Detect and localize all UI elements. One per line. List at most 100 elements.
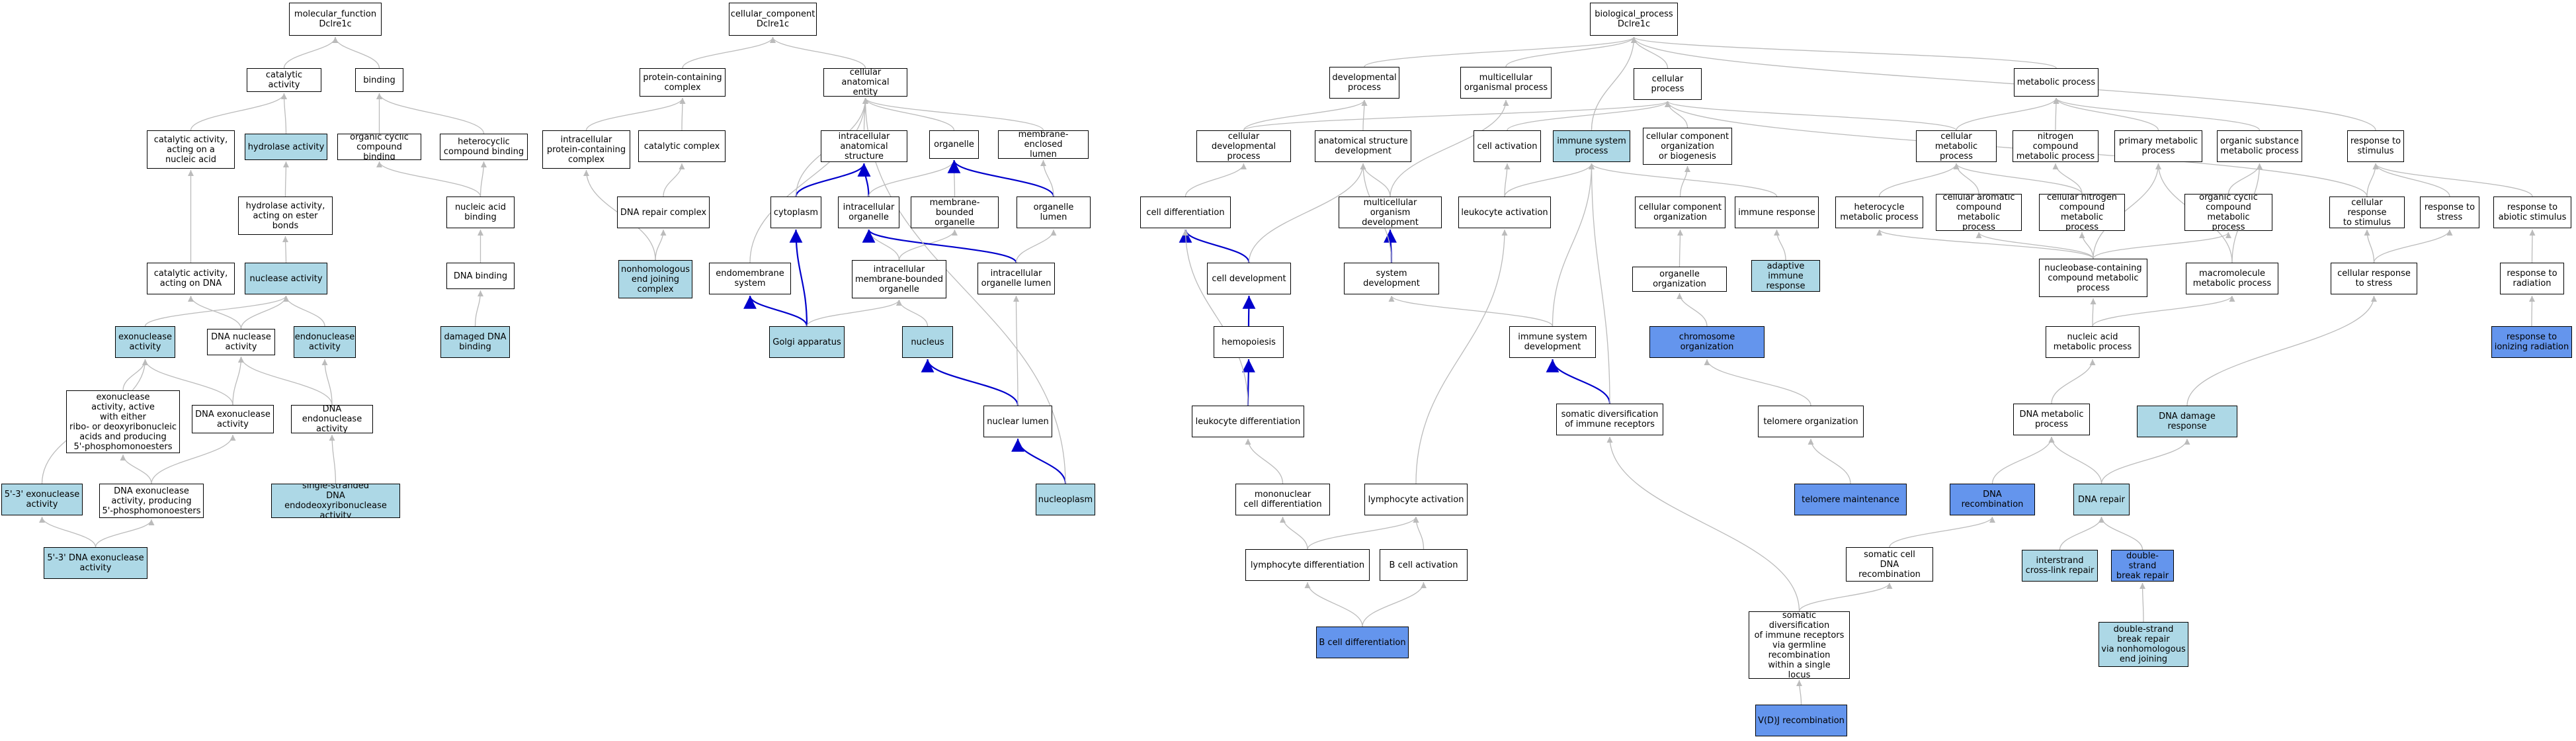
go-term-nuclease: nuclease activity [245, 263, 327, 294]
edge-dnamp-to-namp [2051, 359, 2096, 404]
go-term-cmp: cellular metabolic process [1916, 130, 1997, 162]
go-term-cco: cellular component organization [1635, 196, 1725, 228]
go-term-telmaint: telomere maintenance [1794, 484, 1907, 515]
edge-dnaendo-to-endo [321, 359, 333, 406]
edge-cmp-to-cellproc [1665, 101, 1957, 131]
edge-hcb-to-binding [376, 93, 485, 134]
edge-rtrad-to-ras [2529, 229, 2536, 263]
go-term-hemato: hemopoiesis [1214, 326, 1284, 358]
go-term-chromorg: chromosome organization [1649, 326, 1765, 358]
go-term-leukact: leukocyte activation [1458, 196, 1551, 228]
edge-cae-to-cc [770, 36, 866, 69]
edge-orglumen-to-memencl [1040, 159, 1054, 197]
edge-nbcmp-to-occmp [2093, 232, 2231, 259]
go-term-ipcc: intracellular protein-containing complex [542, 130, 630, 169]
edge-nuclumen-to-iol [1013, 295, 1020, 406]
edge-nab-to-hcb [479, 161, 487, 197]
go-term-vdj: V(D)J recombination [1755, 705, 1847, 736]
go-term-hcb: heterocyclic compound binding [440, 134, 528, 160]
go-term-isd: immune system development [1509, 326, 1596, 358]
edge-dnaexo5p-to-exoribo [120, 454, 152, 484]
go-term-sysdev: system development [1344, 263, 1439, 294]
go-term-ssendo: single-stranded DNA endodeoxyribonucleas… [271, 484, 400, 518]
go-term-osmp: organic substance metabolic process [2217, 130, 2302, 162]
go-term-mcd: mononuclear cell differentiation [1235, 484, 1330, 515]
edge-dnarepair-to-dnamp [2048, 436, 2102, 484]
edge-pmp-to-metproc [2053, 97, 2159, 131]
edge-dnanuc-to-catdna [187, 295, 242, 329]
go-term-catna: catalytic activity, acting on a nucleic … [147, 130, 235, 169]
go-term-dnaendo: DNA endonuclease activity [291, 405, 373, 433]
go-term-cat: catalytic activity [247, 68, 321, 92]
edge-pcc-to-cc [682, 36, 776, 69]
edge-nbcmp-to-hmp [1876, 229, 2094, 259]
edge-dnarepair-to-ddr [2100, 438, 2190, 484]
go-term-celldevel: cell development [1207, 263, 1291, 294]
go-term-ncmp: nitrogen compound metabolic process [2013, 130, 2098, 162]
go-term-nuclumen: nuclear lumen [983, 406, 1052, 437]
edge-dnarecomb-to-dnamp [1991, 436, 2055, 484]
edge-mod-to-mop [1390, 99, 1509, 197]
go-term-devproc: developmental process [1329, 67, 1399, 99]
go-term-imbo: intracellular membrane-bounded organelle [852, 260, 946, 298]
edge-nbcmp-to-cacmp [1975, 232, 2094, 259]
edge-bcelldiff-to-lymphdiff [1304, 582, 1363, 627]
go-term-ias: intracellular anatomical structure [821, 130, 907, 162]
go-term-rts: response to stimulus [2347, 130, 2404, 162]
edge-cco-to-ccob [1679, 165, 1691, 197]
edge-cellact-to-cellproc [1507, 101, 1671, 131]
edge-orgorg-to-cco [1677, 229, 1684, 267]
go-term-metproc: metabolic process [2014, 68, 2098, 97]
edge-devproc-to-bp [1364, 36, 1637, 67]
edge-dsb-to-dnarepair [2098, 516, 2143, 550]
go-term-pmp: primary metabolic process [2114, 130, 2202, 162]
edge-leukact-to-isp [1504, 163, 1595, 197]
go-term-nucleus: nucleus [902, 326, 953, 358]
edge-nucleoplasm-to-cae [862, 97, 1066, 484]
go-term-dnarecomb: DNA recombination [1950, 484, 2035, 515]
edge-leukact-to-cellact [1504, 163, 1511, 197]
edge-organelle-to-cae [862, 97, 955, 131]
go-term-exo53: 5'-3' exonuclease activity [1, 484, 83, 515]
go-term-nab: nucleic acid binding [446, 196, 515, 228]
edge-imbo-to-mbo [898, 229, 958, 261]
go-term-celldev: cellular developmental process [1196, 130, 1291, 162]
go-term-lymphact: lymphocyte activation [1364, 484, 1468, 515]
go-term-mmp: macromolecule metabolic process [2186, 263, 2278, 294]
go-term-orglumen: organelle lumen [1017, 196, 1091, 228]
edge-crts-to-rtstress [2373, 229, 2453, 263]
edge-cncmp-to-ncmp [2052, 163, 2083, 195]
go-term-lymphdiff: lymphocyte differentiation [1245, 549, 1370, 581]
edge-dnaexo-to-dnanuc [232, 356, 245, 406]
edge-chromorg-to-orgorg [1676, 292, 1708, 327]
edge-mcd-to-leukdiff [1245, 438, 1284, 484]
edge-celldiff-to-celldev [1184, 163, 1247, 197]
go-term-dnanuc: DNA nuclease activity [207, 329, 275, 355]
edge-metproc-to-bp [1631, 36, 2057, 69]
edge-crs-to-rts [2366, 163, 2379, 197]
edge-dnaexo5p-to-dnaexo [151, 434, 236, 484]
edge-vdj-to-sdirgerm [1796, 679, 1803, 705]
edge-damdna-to-dnab [474, 290, 484, 327]
go-term-asd: anatomical structure development [1315, 130, 1411, 162]
go-term-crts: cellular response to stress [2331, 263, 2417, 294]
edge-dnaexo53-to-dnaexo5p [95, 519, 155, 548]
go-term-cae: cellular anatomical entity [823, 68, 907, 97]
edge-cmp-to-metproc [1956, 97, 2059, 131]
go-term-ocb: organic cyclic compound binding [337, 134, 421, 160]
edge-dsbnhej-to-dsb [2139, 582, 2146, 623]
go-term-cytoplasm: cytoplasm [770, 196, 821, 228]
edge-ras-to-rts [2372, 163, 2533, 197]
edge-iol-to-intorg [862, 229, 1017, 263]
edge-ipcc-to-pcc [585, 97, 686, 131]
edge-dnarc-to-catcomp [663, 163, 685, 197]
edge-nhej-to-dnarc [655, 229, 667, 261]
go-term-cellact: cell activation [1474, 130, 1541, 162]
go-term-cc: cellular_component Dclre1c [729, 3, 817, 36]
go-term-telorg: telomere organization [1758, 406, 1864, 437]
edge-hyd-to-cat [280, 93, 288, 134]
edge-lymphact-to-leukact [1415, 229, 1508, 484]
go-term-sdirgerm: somatic diversification of immune recept… [1749, 611, 1850, 679]
edge-orglumen-to-organelle [947, 159, 1055, 197]
